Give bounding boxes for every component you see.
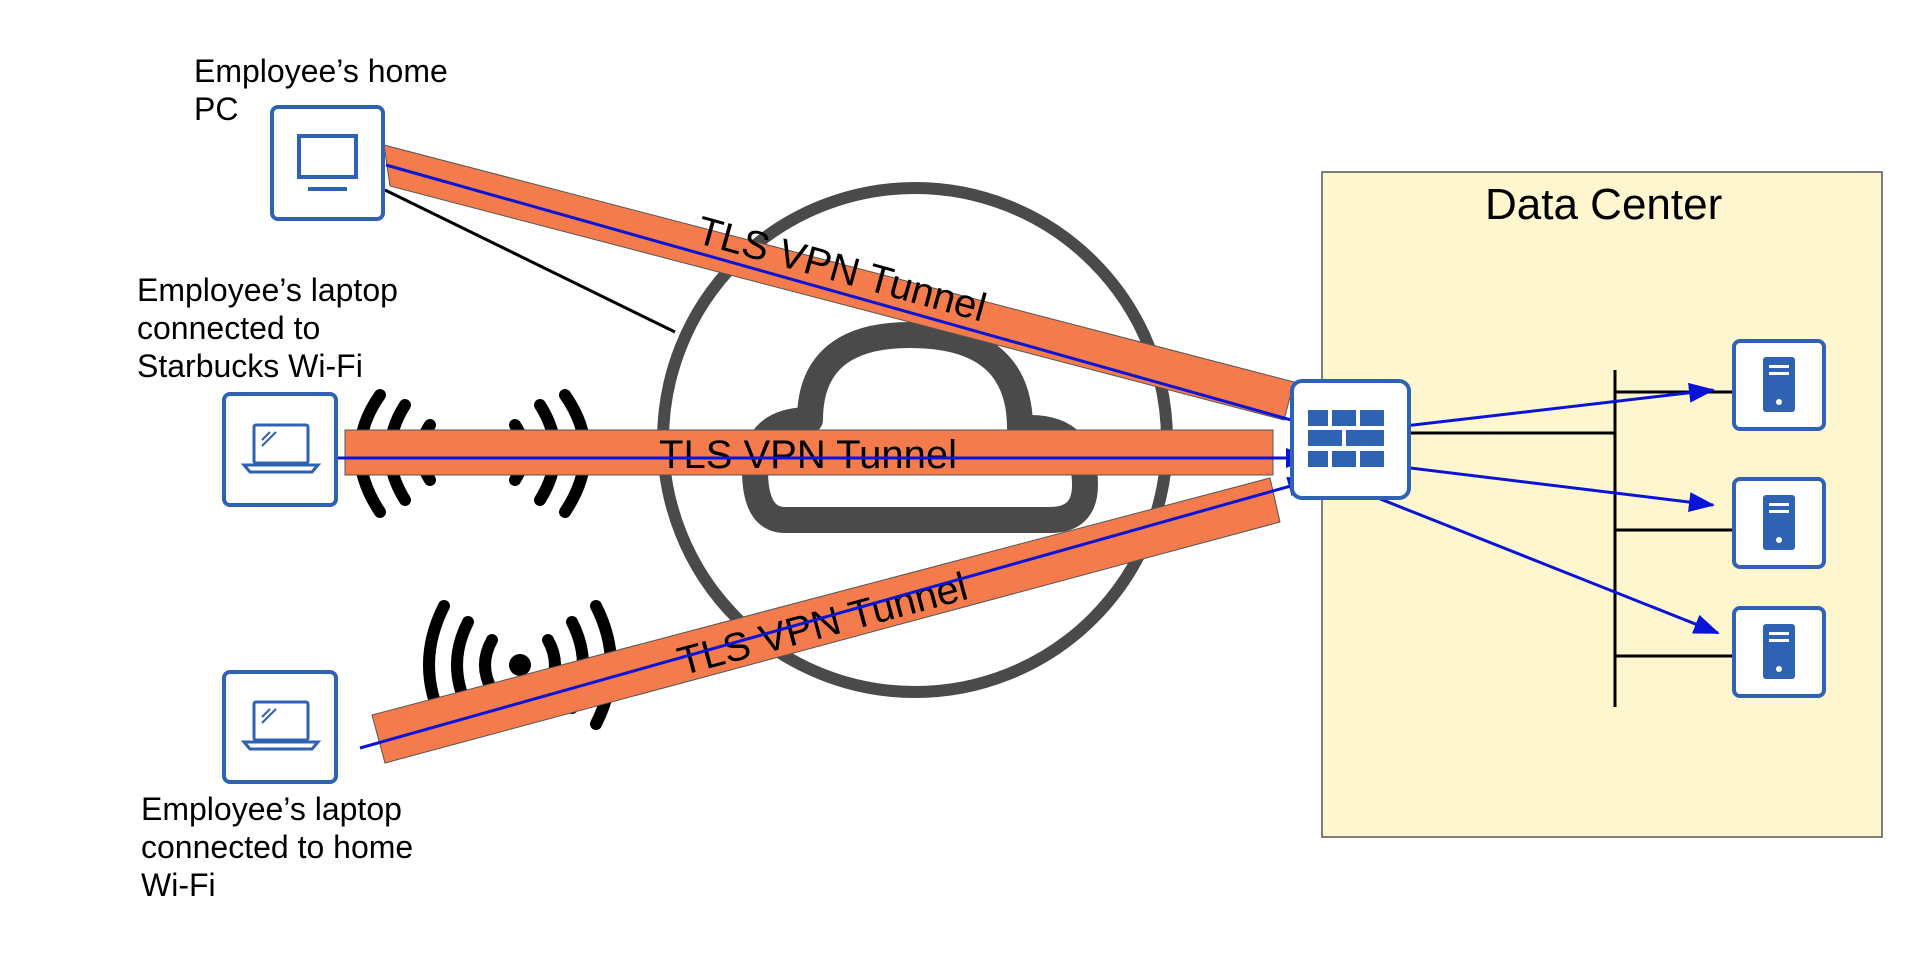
- lan-lines: [1410, 370, 1733, 707]
- server-icon-3: [1732, 606, 1826, 698]
- tunnel-label-1: TLS VPN Tunnel: [659, 433, 957, 477]
- server-icon-1: [1732, 339, 1826, 431]
- server-icon-2: [1732, 477, 1826, 569]
- laptop-icon-home: [222, 670, 338, 784]
- home-pc-label: Employee’s home PC: [194, 53, 448, 127]
- starbucks-laptop-label: Employee’s laptop connected to Starbucks…: [137, 272, 398, 384]
- tunnel-home-pc: TLS VPN Tunnel: [383, 144, 1295, 421]
- laptop-icon-starbucks: [222, 392, 338, 507]
- firewall-icon: [1290, 379, 1411, 500]
- home-pc-link: [384, 188, 676, 334]
- tunnel-starbucks-laptop: TLS VPN Tunnel: [344, 429, 1274, 477]
- desktop-pc-icon: [270, 105, 385, 221]
- data-center-title: Data Center: [1485, 180, 1723, 229]
- home-laptop-label: Employee’s laptop connected to home Wi-F…: [141, 791, 414, 903]
